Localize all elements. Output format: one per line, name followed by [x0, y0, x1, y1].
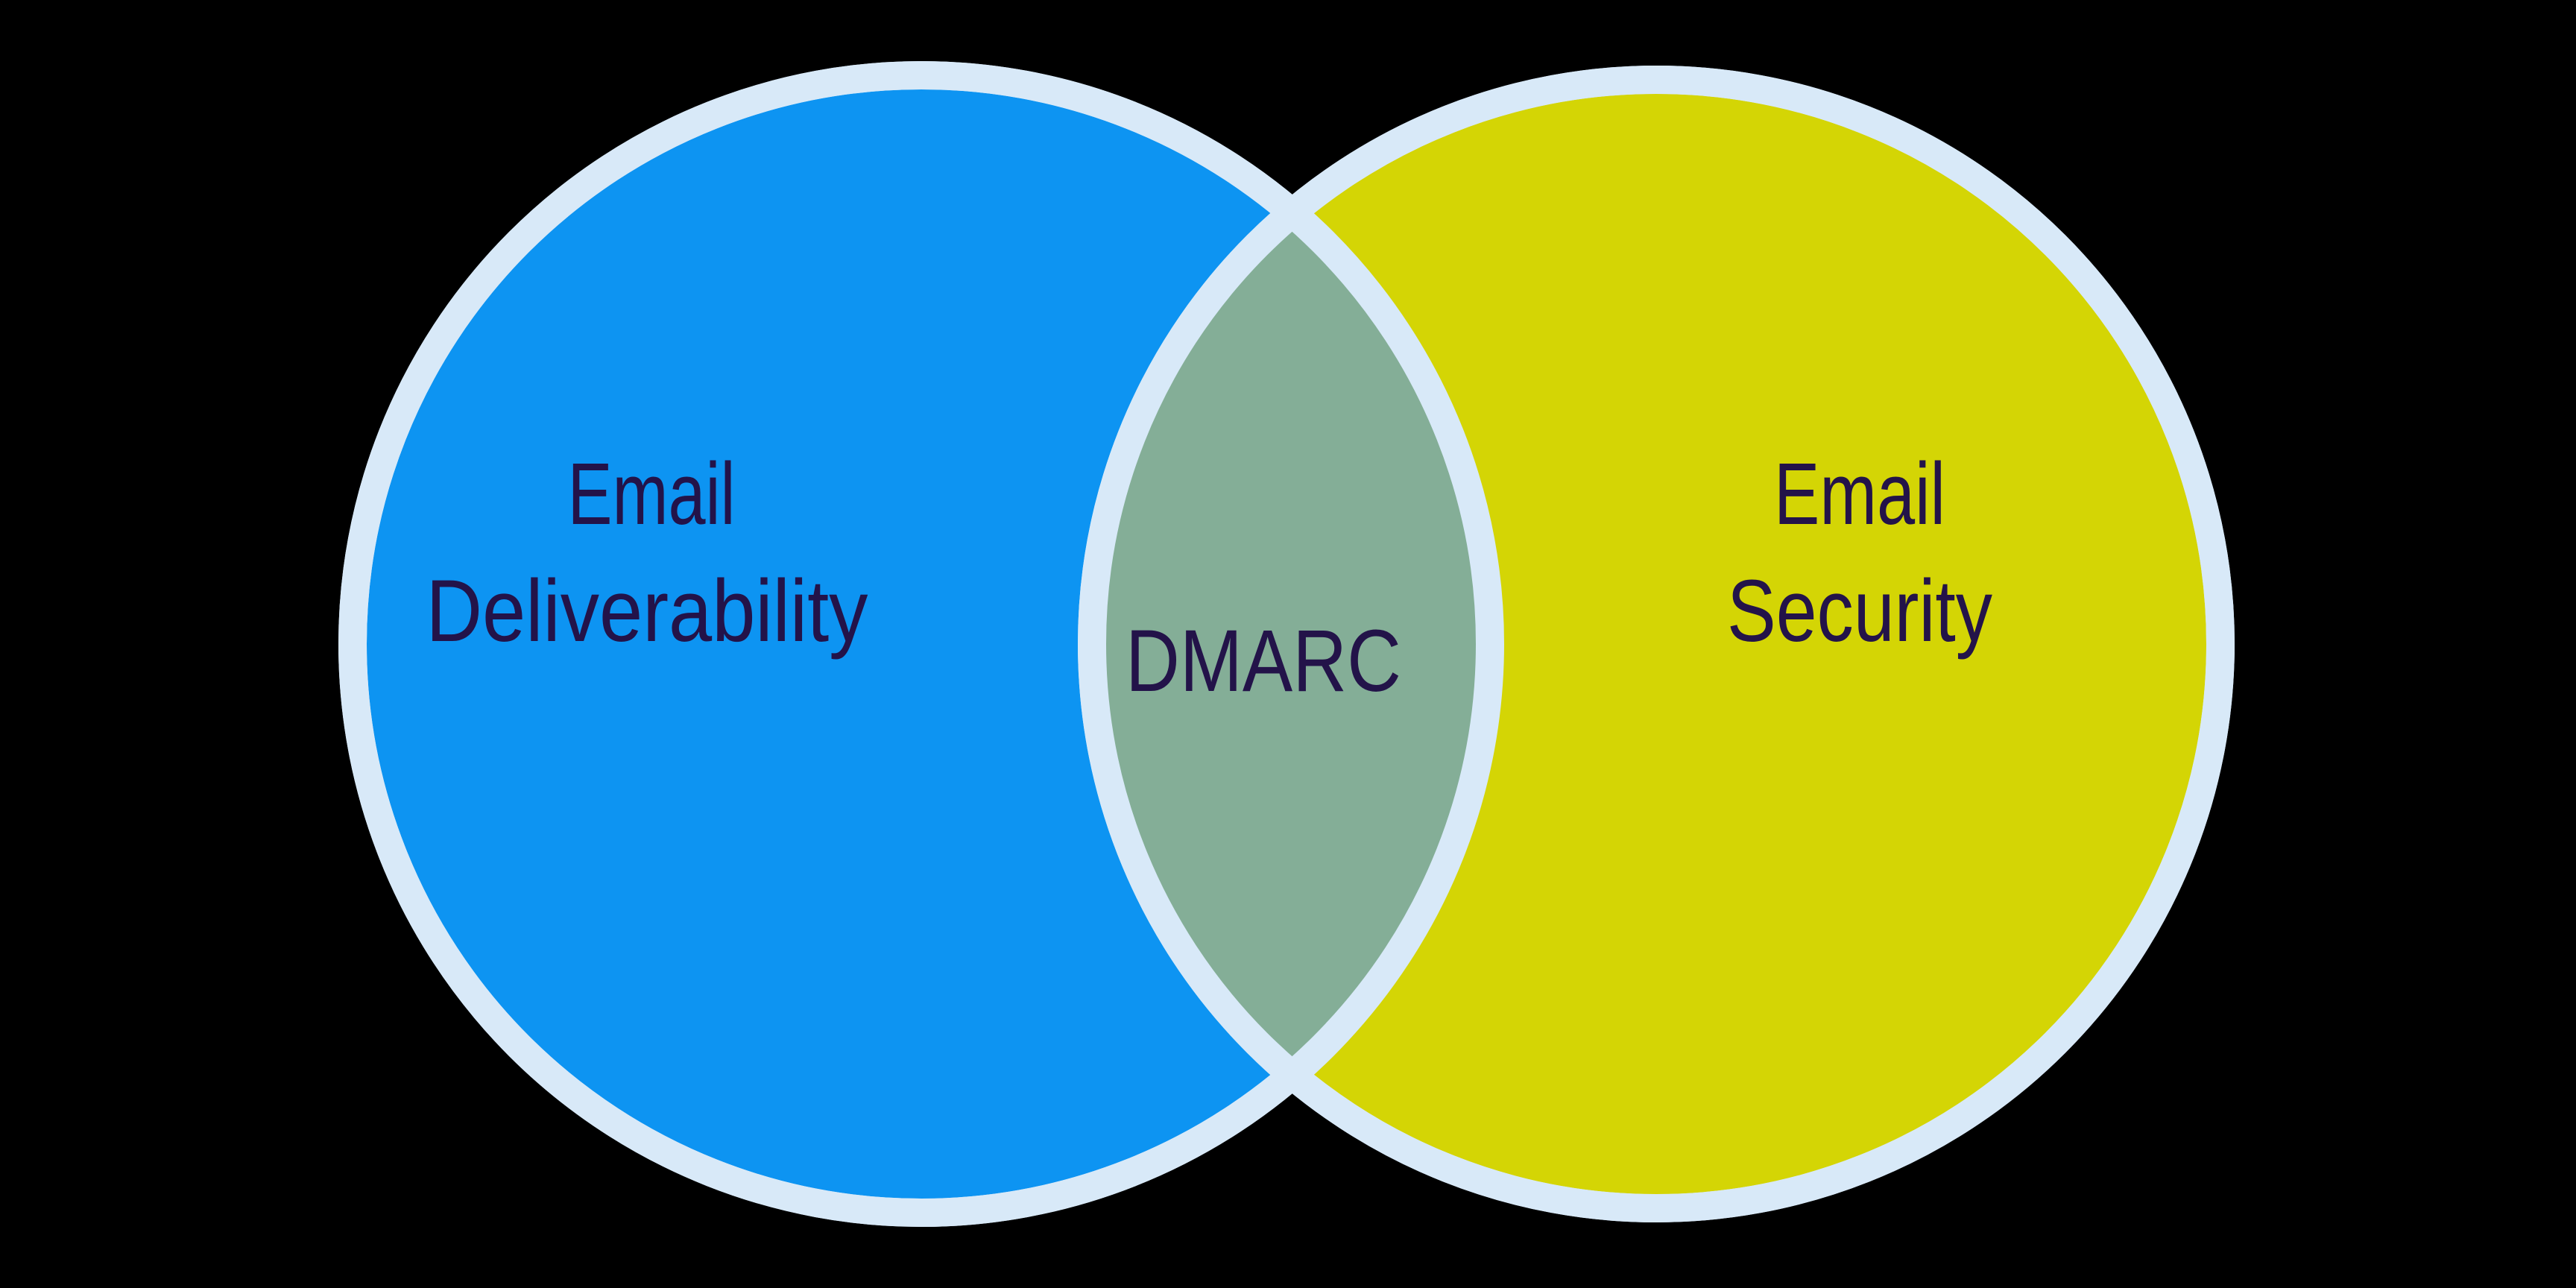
left-circle-outline [338, 61, 1504, 1227]
left-circle-label-line1: Email [568, 445, 736, 543]
right-circle-label-line1: Email [1774, 445, 1945, 543]
overlap-label: DMARC [1126, 612, 1401, 710]
left-circle-label-line2: Deliverability [426, 562, 868, 660]
overlap-region [1092, 80, 1490, 1208]
right-circle-outline [1078, 66, 2235, 1222]
right-circle-label-line2: Security [1727, 562, 1992, 660]
